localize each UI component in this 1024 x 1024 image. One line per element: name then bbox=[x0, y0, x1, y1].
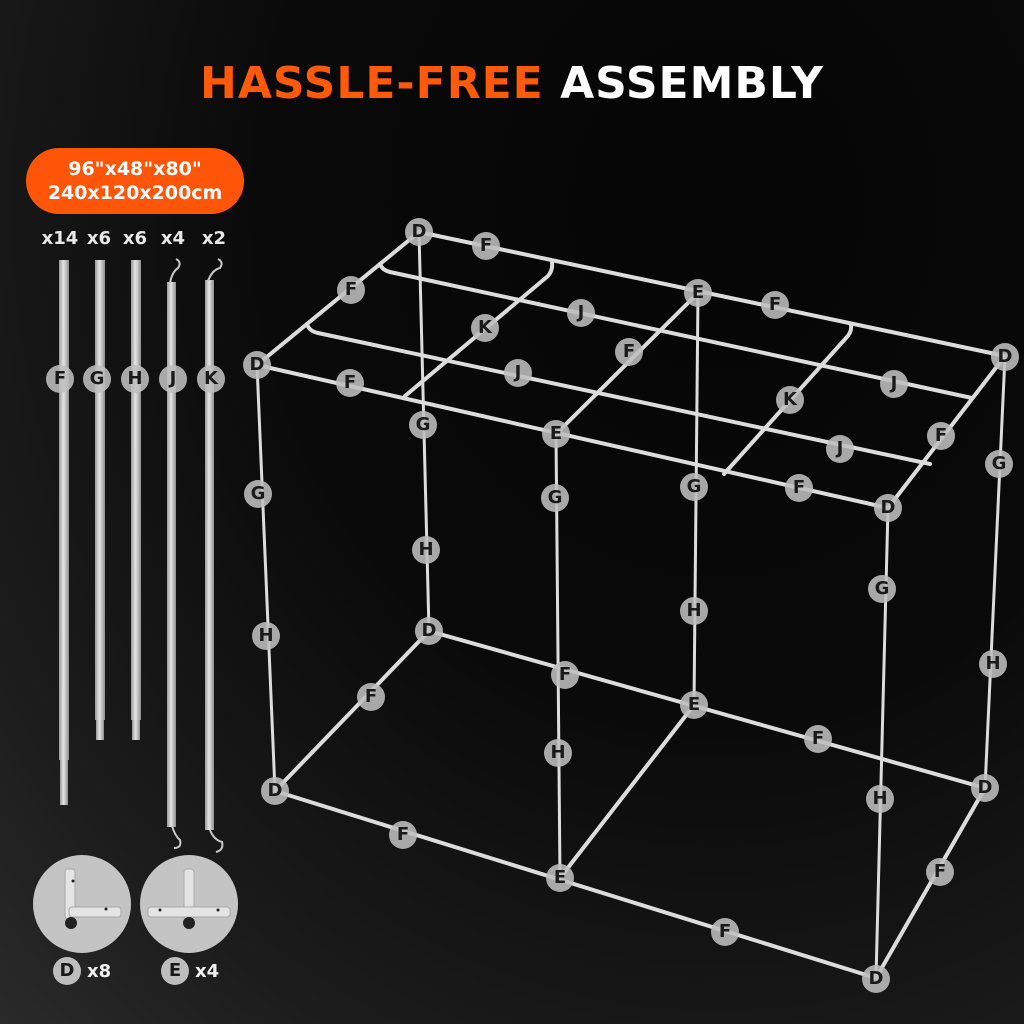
frame-label-f: F bbox=[357, 683, 385, 711]
frame-label-h: H bbox=[979, 650, 1007, 678]
pole-label-f: F bbox=[46, 365, 74, 393]
frame-label-f: F bbox=[926, 858, 954, 886]
frame-label-g: G bbox=[409, 411, 437, 439]
tent-frame bbox=[255, 230, 1007, 980]
frame-label-f: F bbox=[336, 369, 364, 397]
frame-label-e: E bbox=[546, 864, 574, 892]
connector-caption-d: D x8 bbox=[53, 957, 111, 985]
frame-label-d: D bbox=[243, 351, 271, 379]
frame-label-g: G bbox=[244, 480, 272, 508]
frame-label-f: F bbox=[389, 821, 417, 849]
frame-label-h: H bbox=[412, 536, 440, 564]
frame-label-f: F bbox=[472, 232, 500, 260]
frame-label-f: F bbox=[785, 474, 813, 502]
frame-label-h: H bbox=[680, 597, 708, 625]
frame-label-e: E bbox=[680, 691, 708, 719]
title-rest: ASSEMBLY bbox=[560, 58, 824, 109]
connector-qty-d: x8 bbox=[87, 960, 112, 982]
frame-label-f: F bbox=[927, 422, 955, 450]
pole-k-illustration bbox=[205, 258, 224, 853]
pole-h-illustration bbox=[131, 260, 141, 740]
pole-g-illustration bbox=[95, 260, 105, 740]
frame-label-d: D bbox=[261, 777, 289, 805]
pole-qty-f: x14 bbox=[41, 228, 79, 249]
page-title: HASSLE-FREE ASSEMBLY bbox=[0, 58, 1024, 109]
pole-qty-g: x6 bbox=[86, 228, 112, 249]
frame-label-k: K bbox=[776, 386, 804, 414]
frame-label-k: K bbox=[471, 314, 499, 342]
frame-label-f: F bbox=[804, 725, 832, 753]
frame-label-d: D bbox=[405, 218, 433, 246]
t-connector-image bbox=[140, 855, 238, 953]
pole-label-k: K bbox=[197, 365, 225, 393]
frame-label-f: F bbox=[761, 291, 789, 319]
title-accent: HASSLE-FREE bbox=[200, 58, 544, 109]
connector-qty-e: x4 bbox=[195, 960, 220, 982]
frame-label-j: J bbox=[567, 299, 595, 327]
dimensions-metric: 240x120x200cm bbox=[47, 182, 223, 204]
frame-label-d: D bbox=[862, 965, 890, 993]
connector-caption-e: E x4 bbox=[161, 957, 219, 985]
pole-qty-k: x2 bbox=[201, 228, 227, 249]
frame-label-f: F bbox=[615, 338, 643, 366]
pole-qty-j: x4 bbox=[160, 228, 186, 249]
frame-label-h: H bbox=[544, 739, 572, 767]
frame-label-e: E bbox=[542, 420, 570, 448]
frame-label-j: J bbox=[826, 435, 854, 463]
frame-label-d: D bbox=[971, 774, 999, 802]
dimensions-badge: 96"x48"x80" 240x120x200cm bbox=[26, 148, 244, 214]
frame-label-d: D bbox=[415, 617, 443, 645]
pole-f-illustration bbox=[59, 260, 69, 805]
frame-label-j: J bbox=[504, 359, 532, 387]
corner-connector-icon bbox=[64, 868, 122, 929]
pole-label-j: J bbox=[159, 365, 187, 393]
dimensions-imperial: 96"x48"x80" bbox=[68, 158, 202, 180]
frame-label-g: G bbox=[985, 450, 1013, 478]
frame-label-e: E bbox=[684, 279, 712, 307]
connector-label-e: E bbox=[161, 957, 189, 985]
frame-label-h: H bbox=[866, 785, 894, 813]
pole-j-illustration bbox=[167, 258, 182, 849]
pole-qty-h: x6 bbox=[122, 228, 148, 249]
frame-label-d: D bbox=[874, 494, 902, 522]
frame-label-f: F bbox=[551, 661, 579, 689]
frame-label-g: G bbox=[541, 484, 569, 512]
frame-label-f: F bbox=[711, 918, 739, 946]
frame-label-g: G bbox=[680, 473, 708, 501]
corner-connector-image bbox=[33, 855, 131, 953]
frame-label-f: F bbox=[337, 276, 365, 304]
pole-label-h: H bbox=[121, 365, 149, 393]
frame-label-j: J bbox=[880, 370, 908, 398]
connector-label-d: D bbox=[53, 957, 81, 985]
frame-label-d: D bbox=[991, 343, 1019, 371]
pole-label-g: G bbox=[83, 365, 111, 393]
frame-label-h: H bbox=[252, 622, 280, 650]
t-connector-icon bbox=[147, 868, 231, 929]
frame-label-g: G bbox=[868, 575, 896, 603]
